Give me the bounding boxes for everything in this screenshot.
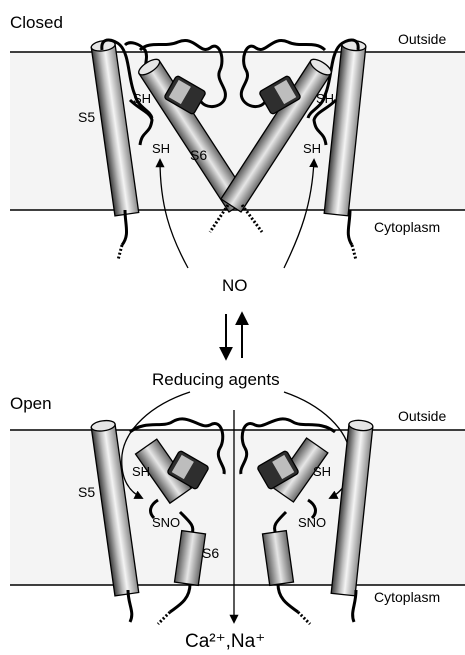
s6-label-bottom: S6 (202, 545, 219, 561)
ion-label: Ca²⁺,Na⁺ (185, 631, 265, 652)
sh-label-left-upper: SH (133, 91, 151, 106)
tail-right-dash-top (352, 245, 356, 260)
outside-label-bottom: Outside (398, 408, 446, 424)
sno-label-left: SNO (152, 515, 180, 530)
tail-left-dash-top (118, 245, 122, 260)
s6-label-top: S6 (190, 147, 207, 163)
membrane-band-bottom (10, 430, 465, 585)
tail-left-dash-bottom (158, 612, 170, 624)
reducing-agents-label: Reducing agents (152, 370, 280, 389)
sh-label-left-lower: SH (152, 141, 170, 156)
outside-label-top: Outside (398, 31, 446, 47)
sh-label-left-bottom: SH (132, 464, 150, 479)
sh-label-right-upper: SH (316, 91, 334, 106)
state-label-closed: Closed (10, 13, 63, 32)
reaction-middle: NO Reducing agents (152, 276, 280, 389)
tail-right-top (348, 210, 352, 245)
cytoplasm-label-top: Cytoplasm (374, 219, 440, 235)
closed-panel: Closed Outside Cytoplasm (10, 13, 465, 268)
tail-right-dash-bottom (298, 612, 310, 624)
state-label-open: Open (10, 394, 52, 413)
open-panel: Open Outside Cytoplasm (10, 392, 465, 652)
s5-label-top: S5 (78, 109, 95, 125)
sh-label-right-bottom: SH (313, 464, 331, 479)
sno-label-right: SNO (298, 515, 326, 530)
sh-label-right-lower: SH (303, 141, 321, 156)
no-label: NO (222, 276, 248, 295)
cytoplasm-label-bottom: Cytoplasm (374, 589, 440, 605)
s5-label-bottom: S5 (78, 484, 95, 500)
